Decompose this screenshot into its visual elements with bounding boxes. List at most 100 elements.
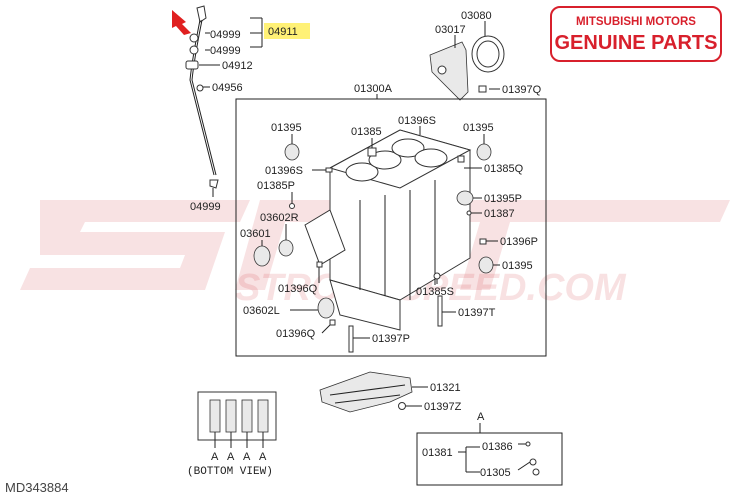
- block-frame: [235, 98, 547, 357]
- label-03602r[interactable]: 03602R: [260, 212, 299, 224]
- label-01397z[interactable]: 01397Z: [424, 401, 462, 413]
- label-01385s[interactable]: 01385S: [416, 286, 454, 298]
- genuine-parts-badge: MITSUBISHI MOTORS GENUINE PARTS: [550, 6, 722, 62]
- cylinder-block: [304, 129, 472, 331]
- plug-01385q: [457, 155, 465, 163]
- label-04956[interactable]: 04956: [212, 82, 243, 94]
- rear-oil-seal-group: 03080 03017 01397Q: [429, 10, 542, 101]
- o-ring-lower: [189, 45, 199, 55]
- label-04912[interactable]: 04912: [222, 60, 253, 72]
- label-03080[interactable]: 03080: [461, 10, 492, 22]
- badge-line2: GENUINE PARTS: [555, 32, 718, 54]
- label-03017[interactable]: 03017: [435, 24, 466, 36]
- callout-a-4: A: [259, 451, 267, 463]
- callout-a-3: A: [243, 451, 251, 463]
- plug-01395-tl: [284, 143, 300, 161]
- badge-frame: [550, 6, 722, 62]
- bearing-03601: [253, 245, 271, 267]
- bore-3: [391, 138, 425, 158]
- block-side-left: [304, 209, 346, 266]
- seal-case: [429, 41, 469, 101]
- dipstick-handle: [196, 5, 207, 23]
- guide-clamp: [185, 60, 199, 70]
- label-01395-r[interactable]: 01395: [502, 260, 533, 272]
- label-03601[interactable]: 03601: [240, 228, 271, 240]
- inset-marker: A: [477, 411, 485, 423]
- diagram-id: MD343884: [5, 480, 69, 495]
- dipstick-tip: [209, 179, 219, 189]
- label-01387[interactable]: 01387: [484, 208, 515, 220]
- washer-01305-a: [529, 458, 537, 466]
- label-01305[interactable]: 01305: [480, 467, 511, 479]
- label-03602l[interactable]: 03602L: [243, 305, 280, 317]
- label-01396q-b[interactable]: 01396Q: [276, 328, 316, 340]
- label-01385p[interactable]: 01385P: [257, 180, 295, 192]
- callout-a-2: A: [227, 451, 235, 463]
- label-01300a[interactable]: 01300A: [354, 83, 393, 95]
- label-04999-b[interactable]: 04999: [210, 45, 241, 57]
- badge-line1: MITSUBISHI MOTORS: [576, 16, 696, 28]
- bolt-01397t: [437, 295, 443, 327]
- label-01396p[interactable]: 01396P: [500, 236, 538, 248]
- label-01397t[interactable]: 01397T: [458, 307, 496, 319]
- label-01395-tl[interactable]: 01395: [271, 122, 302, 134]
- label-04999-c[interactable]: 04999: [190, 201, 221, 213]
- guide-bolt: [196, 84, 204, 92]
- arrow-icon: [172, 10, 191, 35]
- watermark-logo: [20, 200, 730, 290]
- pin-01396s: [325, 167, 333, 173]
- label-01381[interactable]: 01381: [422, 447, 453, 459]
- baffle-plate-group: 01321 01397Z: [319, 371, 462, 413]
- bottom-view-bay-4: [257, 399, 269, 433]
- bottom-view-bay-3: [241, 399, 253, 433]
- label-01395-tr[interactable]: 01395: [463, 122, 494, 134]
- dipstick-assembly: 04911 04999 04999 04912 04956 04999: [172, 5, 310, 213]
- pin-01396q-b: [329, 319, 336, 326]
- bore-4: [414, 148, 448, 168]
- label-01396s-l[interactable]: 01396S: [265, 165, 303, 177]
- plug-01395p: [456, 190, 474, 206]
- pin-01386: [525, 441, 531, 447]
- plug-01395-tr: [476, 143, 492, 161]
- block-skirt: [329, 279, 401, 331]
- bottom-view-bay-2: [225, 399, 237, 433]
- label-01397q[interactable]: 01397Q: [502, 84, 542, 96]
- callout-a-1: A: [211, 451, 219, 463]
- bolt-01397p: [348, 325, 354, 353]
- o-ring-upper: [189, 33, 199, 43]
- label-04999-a[interactable]: 04999: [210, 29, 241, 41]
- label-01385[interactable]: 01385: [351, 126, 382, 138]
- bore-2: [368, 150, 402, 170]
- bottom-view-group: A A A A (BOTTOM VIEW): [187, 391, 277, 478]
- label-01396s-top[interactable]: 01396S: [398, 115, 436, 127]
- bore-1: [345, 162, 379, 182]
- pin-01387: [466, 210, 472, 216]
- plug-01395-r: [478, 256, 494, 274]
- label-01397p[interactable]: 01397P: [372, 333, 410, 345]
- label-01321[interactable]: 01321: [430, 382, 461, 394]
- bottom-view-bay-1: [209, 399, 221, 433]
- pin-01396q-a: [316, 261, 323, 268]
- label-01385q[interactable]: 01385Q: [484, 163, 524, 175]
- bearing-03602l: [317, 297, 335, 319]
- cylinder-block-group: 01300A: [235, 83, 547, 357]
- bottom-view-caption: (BOTTOM VIEW): [187, 466, 273, 478]
- seal-case-hole: [437, 65, 447, 75]
- pin-01396p: [479, 238, 487, 245]
- label-01395p[interactable]: 01395P: [484, 193, 522, 205]
- label-01396q-a[interactable]: 01396Q: [278, 283, 318, 295]
- washer-01305-b: [532, 468, 540, 476]
- highlight-04911: [264, 23, 310, 39]
- plug-01385: [367, 147, 377, 157]
- inset-group-a: A 01381 01386 01305: [416, 411, 563, 486]
- bearing-03602r: [278, 239, 294, 257]
- label-01386[interactable]: 01386: [482, 441, 513, 453]
- label-04911[interactable]: 04911: [268, 26, 298, 38]
- plug-01385p: [289, 203, 295, 209]
- rear-oil-seal-inner: [476, 40, 500, 68]
- plug-01385s: [433, 272, 441, 280]
- seal-case-bolt: [478, 85, 487, 93]
- baffle-bolt: [398, 402, 406, 410]
- inset-frame: [416, 432, 563, 486]
